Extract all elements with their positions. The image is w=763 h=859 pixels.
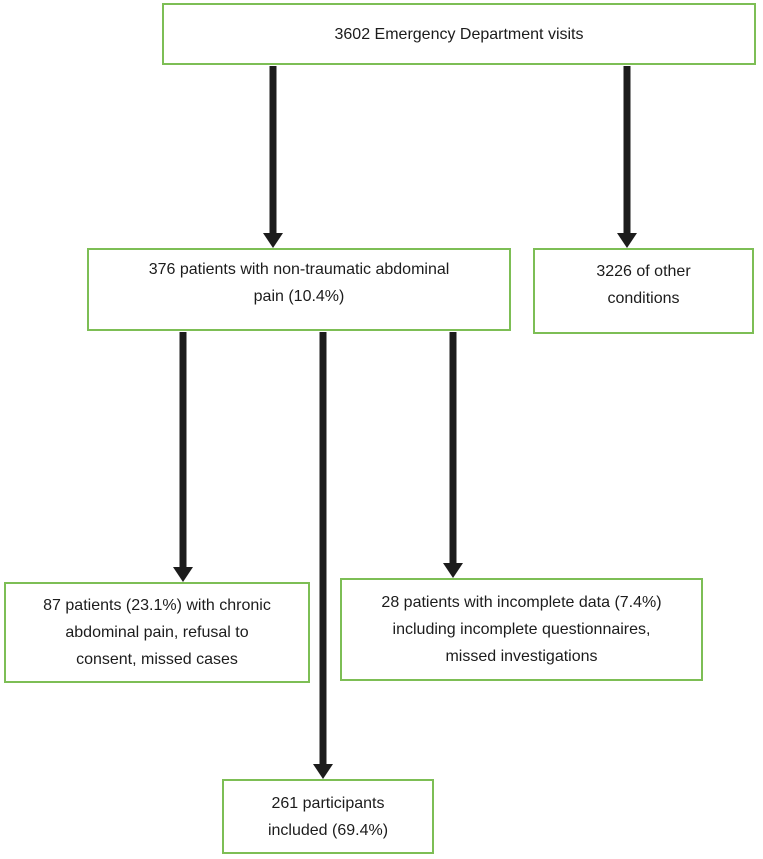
flow-box-incomplete-data: 28 patients with incomplete data (7.4%) … [340, 578, 703, 681]
arrow-shaft [449, 332, 457, 564]
arrow-shaft [269, 66, 277, 234]
arrow-head-icon [173, 567, 193, 582]
arrow-visits-to-abdominal [263, 66, 283, 248]
arrow-head-icon [617, 233, 637, 248]
flow-box-included-participants: 261 participants included (69.4%) [222, 779, 434, 854]
arrow-shaft [179, 332, 187, 568]
arrow-head-icon [263, 233, 283, 248]
arrow-abdominal-to-incomplete-data [443, 332, 463, 578]
flow-box-excluded-chronic-pain: 87 patients (23.1%) with chronic abdomin… [4, 582, 310, 683]
arrow-head-icon [443, 563, 463, 578]
flow-box-non-traumatic-abdominal-pain: 376 patients with non-traumatic abdomina… [87, 248, 511, 331]
arrow-shaft [319, 332, 327, 765]
arrow-abdominal-to-included [313, 332, 333, 779]
flow-box-other-conditions: 3226 of other conditions [533, 248, 754, 334]
arrow-shaft [623, 66, 631, 234]
arrow-visits-to-other-conditions [617, 66, 637, 248]
arrow-head-icon [313, 764, 333, 779]
arrow-abdominal-to-excluded-chronic [173, 332, 193, 582]
flow-box-ed-visits: 3602 Emergency Department visits [162, 3, 756, 65]
